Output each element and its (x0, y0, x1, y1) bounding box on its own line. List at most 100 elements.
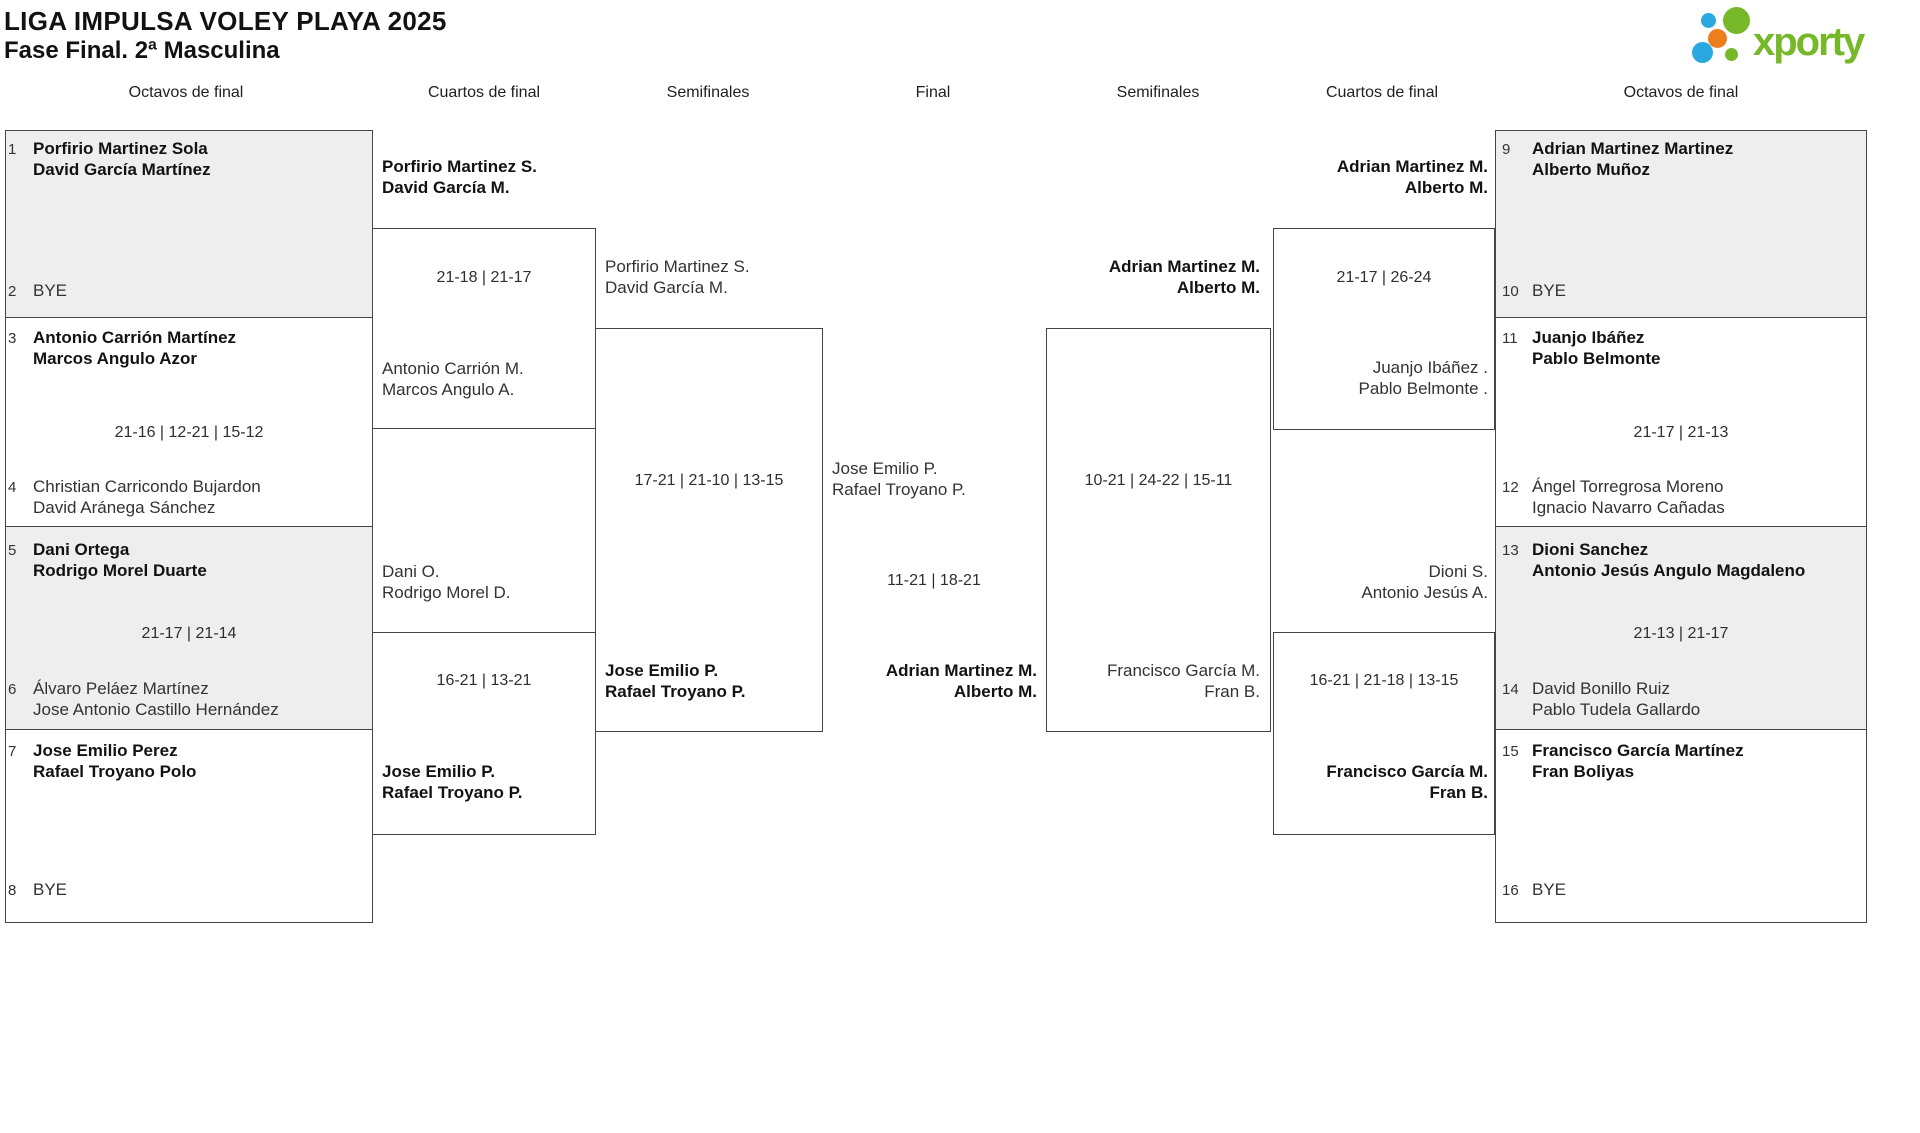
match-box-r16-left-1 (5, 130, 373, 318)
player-2: Marcos Angulo A. (382, 380, 515, 399)
team-names: Jose Emilio Perez Rafael Troyano Polo (33, 740, 196, 782)
sf-left-team-a: Porfirio Martinez S. David García M. (605, 256, 750, 298)
team-entry-seed-3: 3 Antonio Carrión Martínez Marcos Angulo… (8, 327, 236, 369)
player-1: Juanjo Ibáñez . (1372, 358, 1488, 377)
player-1: Antonio Carrión M. (382, 359, 524, 378)
team-entry-seed-2: 2 BYE (8, 280, 67, 301)
player-2: Alberto Muñoz (1532, 160, 1651, 179)
player-2: Jose Antonio Castillo Hernández (33, 700, 279, 719)
player-1: Porfirio Martinez Sola (33, 139, 208, 158)
player-2: David García Martínez (33, 160, 211, 179)
player-1: Dioni Sanchez (1532, 540, 1649, 559)
team-entry-seed-6: 6 Álvaro Peláez Martínez Jose Antonio Ca… (8, 678, 279, 720)
seed-number: 11 (1502, 330, 1518, 347)
team-names: Antonio Carrión Martínez Marcos Angulo A… (33, 327, 236, 369)
match-box-r16-right-4 (1495, 729, 1867, 923)
player-2: Rafael Troyano P. (605, 682, 746, 701)
team-entry-seed-14: 14 David Bonillo Ruiz Pablo Tudela Galla… (1502, 678, 1700, 720)
match-score: 16-21 | 13-21 (436, 672, 532, 689)
qf-right-2-team-a: Dioni S. Antonio Jesús A. (1280, 561, 1488, 603)
player-2: Rafael Troyano P. (382, 783, 523, 802)
player-1: Jose Emilio P. (832, 459, 938, 478)
team-entry-seed-1: 1 Porfirio Martinez Sola David García Ma… (8, 138, 211, 180)
qf-left-2-team-a: Dani O. Rodrigo Morel D. (382, 561, 511, 603)
player-1: Álvaro Peláez Martínez (33, 679, 209, 698)
player-2: Rafael Troyano P. (832, 480, 966, 499)
player-1: Christian Carricondo Bujardon (33, 477, 261, 496)
sf-left-winner-team: Jose Emilio P. Rafael Troyano P. (605, 660, 745, 702)
player-1: David Bonillo Ruiz (1532, 679, 1670, 698)
team-entry-seed-10: 10 BYE (1502, 280, 1566, 301)
player-1: Dani O. (382, 562, 440, 581)
player-2: Marcos Angulo Azor (33, 349, 198, 368)
team-names: Christian Carricondo Bujardon David Arán… (33, 476, 261, 518)
team-entry-seed-13: 13 Dioni Sanchez Antonio Jesús Angulo Ma… (1502, 539, 1805, 581)
final-winner-team: Adrian Martinez M. Alberto M. (822, 660, 1037, 702)
player-1: Porfirio Martinez S. (382, 157, 537, 176)
player-2: Rodrigo Morel D. (382, 583, 511, 602)
seed-number: 3 (8, 330, 17, 347)
player-1: Adrian Martinez Martinez (1532, 139, 1734, 158)
qf-left-2-winner-team: Jose Emilio P. Rafael Troyano P. (382, 761, 522, 803)
seed-number: 16 (1502, 882, 1519, 899)
player-1: Antonio Carrión Martínez (33, 328, 237, 347)
logo-dot-blue-small-icon (1701, 13, 1716, 28)
page-subtitle: Fase Final. 2ª Masculina (4, 37, 280, 64)
player-1: Adrian Martinez M. (885, 661, 1037, 680)
player-2: Rodrigo Morel Duarte (33, 561, 207, 580)
player-1: Jose Emilio P. (605, 661, 719, 680)
player-2: Fran B. (1429, 783, 1488, 802)
player-1: Porfirio Martinez S. (605, 257, 750, 276)
team-names: Dioni Sanchez Antonio Jesús Angulo Magda… (1532, 539, 1805, 581)
team-entry-seed-11: 11 Juanjo Ibáñez Pablo Belmonte (1502, 327, 1660, 369)
player-1: Ángel Torregrosa Moreno (1532, 477, 1724, 496)
final-team-left: Jose Emilio P. Rafael Troyano P. (832, 458, 966, 500)
player-2: Rafael Troyano Polo (33, 762, 197, 781)
player-1: Jose Emilio Perez (33, 741, 178, 760)
player-1: Juanjo Ibáñez (1532, 328, 1645, 347)
player-2: Alberto M. (1176, 278, 1260, 297)
player-2: Alberto M. (1404, 178, 1488, 197)
qf-right-1-loser-team: Juanjo Ibáñez . Pablo Belmonte . (1280, 357, 1488, 399)
round-header-semis-left: Semifinales (666, 84, 750, 101)
team-entry-seed-7: 7 Jose Emilio Perez Rafael Troyano Polo (8, 740, 196, 782)
seed-number: 12 (1502, 479, 1519, 496)
final-score: 11-21 | 18-21 (887, 572, 981, 589)
seed-number: 6 (8, 681, 17, 698)
match-score: 10-21 | 24-22 | 15-11 (1084, 472, 1233, 489)
qf-left-1-loser-team: Antonio Carrión M. Marcos Angulo A. (382, 358, 524, 400)
team-entry-seed-5: 5 Dani Ortega Rodrigo Morel Duarte (8, 539, 207, 581)
player-2: Pablo Tudela Gallardo (1532, 700, 1701, 719)
seed-number: 10 (1502, 283, 1519, 300)
bye-label: BYE (1532, 281, 1567, 300)
player-1: Jose Emilio P. (382, 762, 496, 781)
qf-left-1-winner-team: Porfirio Martinez S. David García M. (382, 156, 537, 198)
match-box-sf-right (1046, 328, 1271, 732)
player-1: Dani Ortega (33, 540, 130, 559)
match-score: 21-13 | 21-17 (1633, 625, 1729, 642)
team-entry-seed-12: 12 Ángel Torregrosa Moreno Ignacio Navar… (1502, 476, 1725, 518)
match-box-qf-right-1 (1273, 228, 1495, 430)
seed-number: 1 (8, 141, 17, 158)
team-names: Álvaro Peláez Martínez Jose Antonio Cast… (33, 678, 279, 720)
match-score: 21-17 | 21-13 (1633, 424, 1729, 441)
logo-dot-blue-large-icon (1692, 42, 1713, 63)
team-names: David Bonillo Ruiz Pablo Tudela Gallardo (1532, 678, 1700, 720)
match-score: 17-21 | 21-10 | 13-15 (634, 472, 784, 489)
team-entry-seed-16: 16 BYE (1502, 879, 1566, 900)
page-title: LIGA IMPULSA VOLEY PLAYA 2025 (4, 6, 447, 36)
team-entry-seed-9: 9 Adrian Martinez Martinez Alberto Muñoz (1502, 138, 1733, 180)
seed-number: 9 (1502, 141, 1511, 158)
team-names: BYE (33, 280, 67, 301)
round-header-octavos-right: Octavos de final (1623, 84, 1739, 101)
seed-number: 15 (1502, 743, 1519, 760)
player-1: Francisco García M. (1106, 661, 1260, 680)
team-names: Porfirio Martinez Sola David García Mart… (33, 138, 211, 180)
team-names: BYE (33, 879, 67, 900)
match-box-r16-left-3 (5, 526, 373, 730)
team-entry-seed-8: 8 BYE (8, 879, 67, 900)
sf-right-winner-team: Adrian Martinez M. Alberto M. (1051, 256, 1260, 298)
player-2: Pablo Belmonte . (1358, 379, 1488, 398)
player-1: Francisco García M. (1326, 762, 1488, 781)
player-2: Antonio Jesús Angulo Magdaleno (1532, 561, 1806, 580)
